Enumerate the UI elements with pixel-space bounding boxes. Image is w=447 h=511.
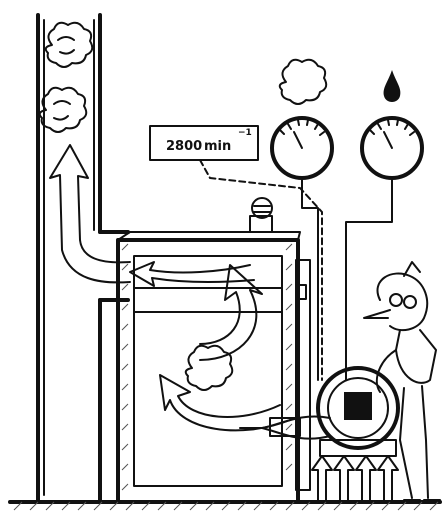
boiler (118, 232, 310, 502)
speed-unit: min (204, 139, 231, 154)
speed-label: 2800 min −1 (150, 126, 258, 160)
speed-exponent: −1 (238, 128, 252, 138)
smoke-cloud-icon (186, 346, 233, 390)
flame-icon (240, 416, 330, 438)
speed-value: 2800 (166, 139, 202, 154)
smoke-cloud-icon (280, 60, 327, 104)
technician-figure (364, 262, 440, 500)
floor (10, 502, 440, 510)
flue-duct (100, 232, 128, 300)
smoke-cloud-icon (46, 23, 93, 67)
temperature-gauge-icon (346, 118, 422, 380)
safety-valve-icon (250, 198, 272, 232)
smoke-cloud-icon (40, 88, 87, 132)
oil-drop-icon (384, 70, 401, 102)
oil-burner (312, 368, 398, 500)
